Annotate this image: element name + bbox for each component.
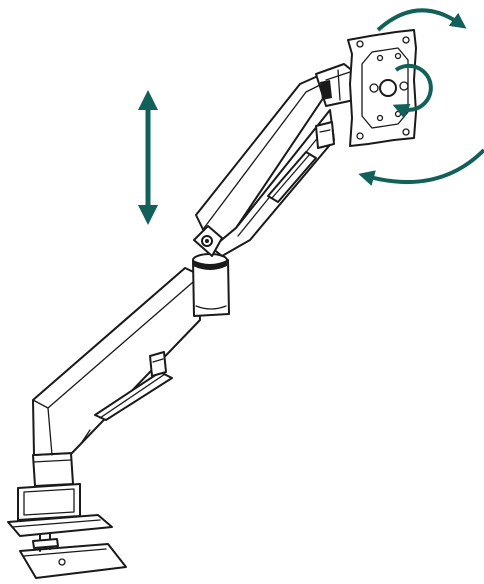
swivel-arrow-icon — [358, 148, 484, 186]
tilt-arrow-icon — [376, 8, 467, 32]
base-post — [32, 452, 74, 487]
vesa-plate — [347, 29, 417, 147]
circular-arrow-icon — [392, 63, 433, 119]
desk-clamp — [7, 483, 127, 579]
upper-arm — [193, 75, 335, 257]
adjustment-arrows — [138, 8, 484, 225]
tilt-head — [315, 63, 355, 107]
elbow-joint — [192, 253, 230, 317]
lower-arm — [32, 267, 201, 456]
